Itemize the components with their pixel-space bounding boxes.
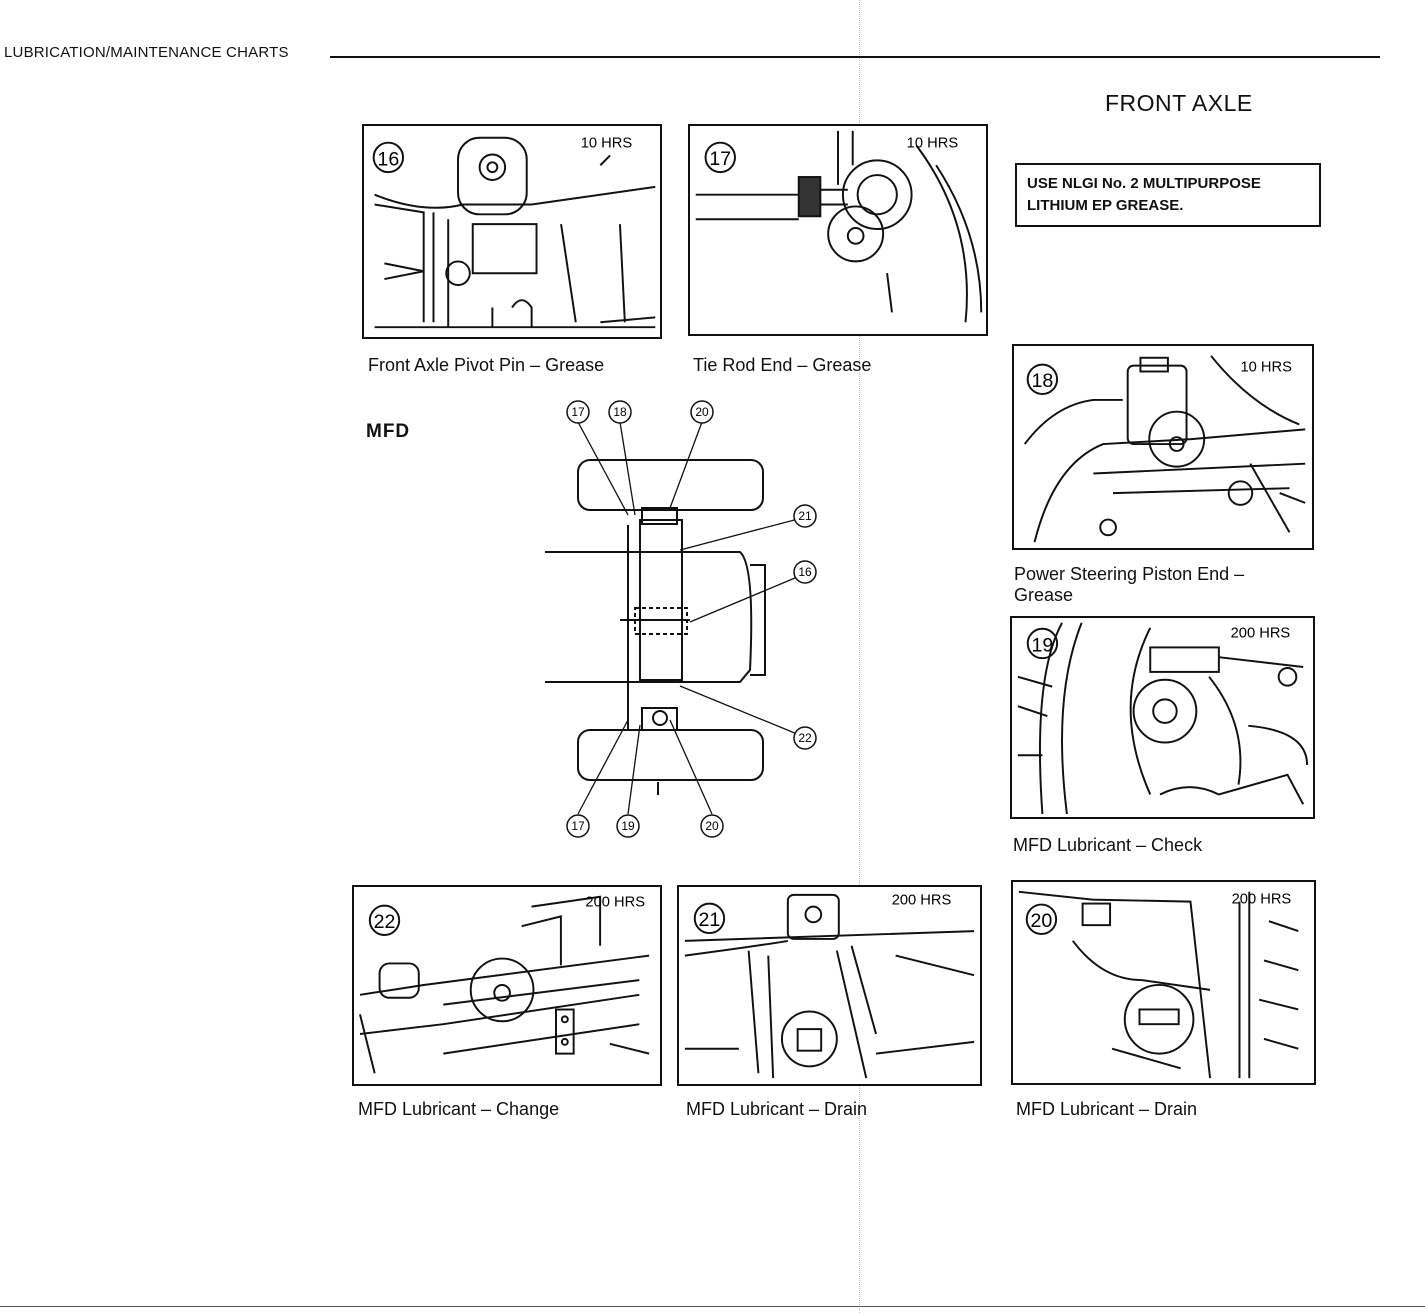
- caption-line-2: Grease: [1014, 585, 1244, 606]
- panel-number: 21: [699, 909, 721, 931]
- interval-label: 10 HRS: [1240, 359, 1292, 375]
- panel-number: 16: [377, 148, 399, 170]
- panel-mfd-lubricant-check: 19 200 HRS: [1010, 616, 1315, 819]
- tractor-diagram-svg: 17 18 20 21 16 22 17 19 20: [540, 390, 870, 850]
- callout-label: 19: [621, 819, 635, 833]
- lubricant-check-illustration: 19 200 HRS: [1012, 618, 1313, 817]
- mfd-label: MFD: [366, 421, 410, 443]
- lubricant-drain-illustration-21: 21 200 HRS: [679, 887, 980, 1084]
- callout-label: 20: [705, 819, 719, 833]
- grease-notice-box: USE NLGI No. 2 MULTIPURPOSE LITHIUM EP G…: [1015, 163, 1321, 227]
- piston-end-illustration: 18 10 HRS: [1014, 346, 1312, 548]
- callout-label: 16: [798, 565, 812, 579]
- pivot-pin-illustration: 16 10 HRS: [364, 126, 660, 337]
- interval-label: 10 HRS: [907, 136, 959, 152]
- panel-power-steering-piston: 18 10 HRS: [1012, 344, 1314, 550]
- caption-lubricant-change: MFD Lubricant – Change: [358, 1099, 559, 1120]
- tie-rod-illustration: 17 10 HRS: [690, 126, 986, 334]
- interval-label: 200 HRS: [892, 893, 952, 909]
- caption-lubricant-check: MFD Lubricant – Check: [1013, 835, 1202, 856]
- callout-label: 17: [571, 819, 585, 833]
- callout-label: 22: [798, 731, 812, 745]
- callout-label: 21: [798, 509, 812, 523]
- caption-tie-rod: Tie Rod End – Grease: [693, 355, 871, 376]
- panel-mfd-lubricant-drain-21: 21 200 HRS: [677, 885, 982, 1086]
- axle-housing: [640, 520, 682, 680]
- bottom-rule: [0, 1306, 1425, 1307]
- interval-label: 200 HRS: [1232, 892, 1292, 908]
- lubricant-drain-illustration-20: 20 200 HRS: [1013, 882, 1314, 1083]
- panel-number: 17: [709, 148, 731, 170]
- interval-label: 200 HRS: [585, 895, 645, 911]
- caption-pivot-pin: Front Axle Pivot Pin – Grease: [368, 355, 604, 376]
- panel-mfd-lubricant-drain-20: 20 200 HRS: [1011, 880, 1316, 1085]
- interval-label: 10 HRS: [581, 136, 633, 152]
- panel-number: 19: [1032, 634, 1054, 656]
- caption-lubricant-drain-21: MFD Lubricant – Drain: [686, 1099, 867, 1120]
- panel-number: 18: [1031, 370, 1053, 392]
- caption-lubricant-drain-20: MFD Lubricant – Drain: [1016, 1099, 1197, 1120]
- caption-piston-end: Power Steering Piston End – Grease: [1014, 564, 1244, 606]
- callout-label: 20: [695, 405, 709, 419]
- callout-label: 17: [571, 405, 585, 419]
- zoom-circle: [458, 138, 527, 215]
- panel-number: 20: [1031, 910, 1053, 932]
- front-tire-top: [578, 460, 763, 510]
- interval-label: 200 HRS: [1231, 626, 1291, 642]
- panel-front-axle-pivot-pin: 16 10 HRS: [362, 124, 662, 339]
- caption-line-1: Power Steering Piston End –: [1014, 564, 1244, 585]
- front-tire-bottom: [578, 730, 763, 780]
- header-rule: [330, 56, 1380, 58]
- panel-number: 22: [374, 911, 396, 933]
- chart-header: LUBRICATION/MAINTENANCE CHARTS: [4, 44, 289, 61]
- notice-line-1: USE NLGI No. 2 MULTIPURPOSE: [1027, 173, 1311, 195]
- callout-label: 18: [613, 405, 627, 419]
- panel-mfd-lubricant-change: 22 200 HRS: [352, 885, 662, 1086]
- notice-line-2: LITHIUM EP GREASE.: [1027, 195, 1311, 217]
- mfd-top-view-diagram: 17 18 20 21 16 22 17 19 20: [540, 390, 870, 850]
- panel-tie-rod-end: 17 10 HRS: [688, 124, 988, 336]
- lubricant-change-illustration: 22 200 HRS: [354, 887, 660, 1084]
- section-title: FRONT AXLE: [1105, 90, 1253, 117]
- tractor-frame-outline: [545, 552, 751, 682]
